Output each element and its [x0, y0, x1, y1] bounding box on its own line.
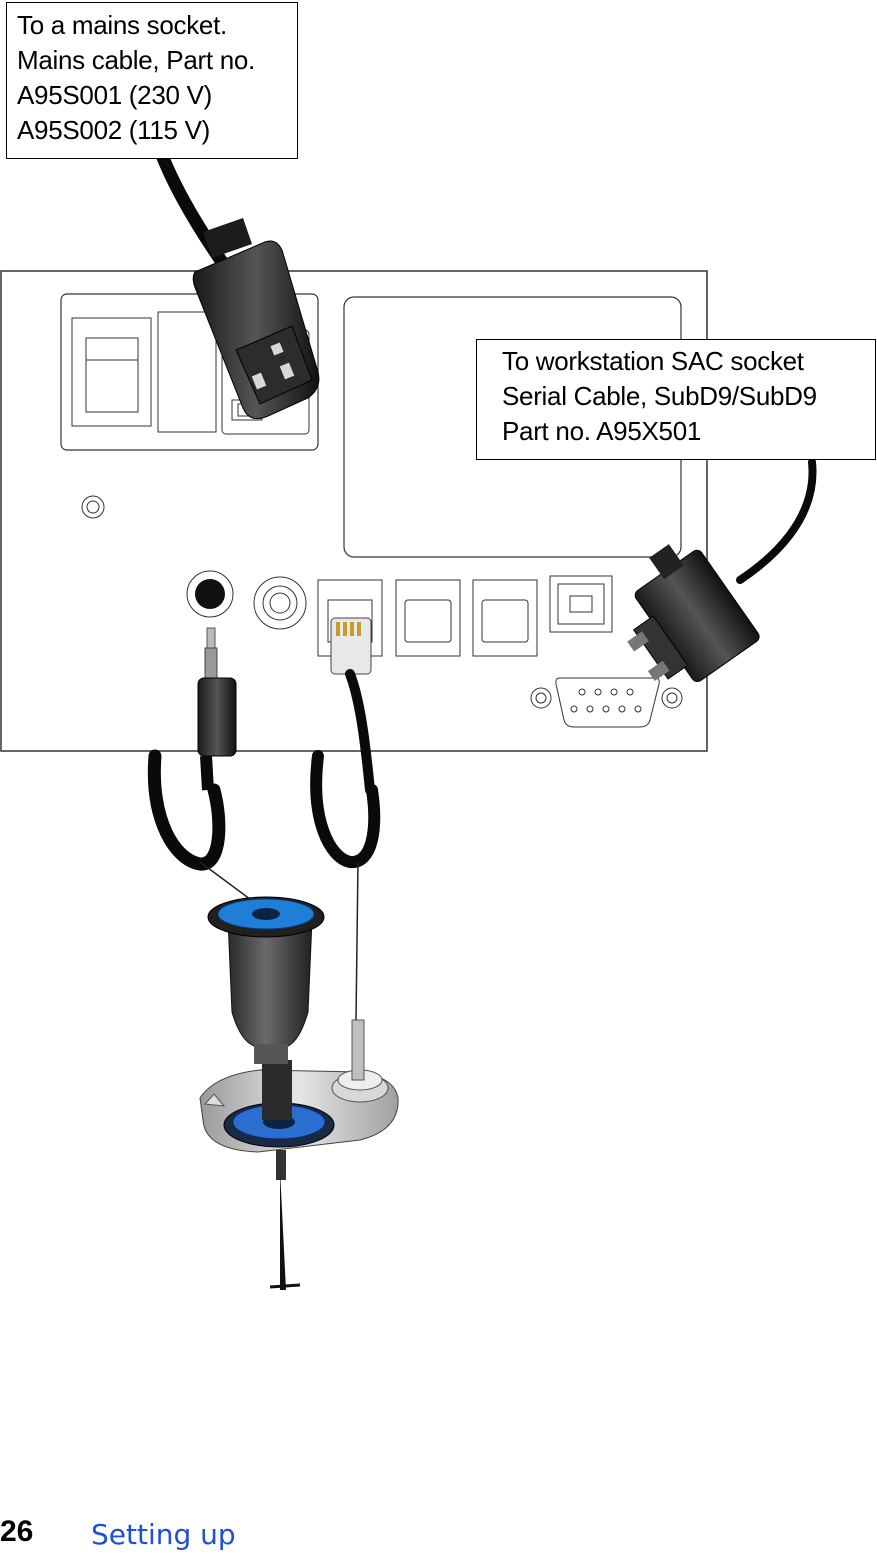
mains-cable-callout: To a mains socket. Mains cable, Part no.…: [6, 2, 298, 159]
section-title: Setting up: [91, 1518, 236, 1551]
fuse-holder: [157, 311, 217, 433]
page-number: 26: [0, 1515, 34, 1548]
callout-line: To a mains socket.: [17, 10, 227, 40]
callout-line: A95S001 (230 V): [17, 80, 212, 110]
callout-line: To workstation SAC socket: [502, 346, 804, 376]
serial-cable-callout: To workstation SAC socket Serial Cable, …: [476, 339, 876, 460]
callout-line: A95S002 (115 V): [17, 115, 211, 145]
rj-cable: [310, 617, 381, 1021]
callout-line: Part no. A95X501: [502, 416, 702, 446]
subd9-port: [530, 677, 683, 728]
serial-cable: [627, 458, 817, 683]
mains-cable: [153, 143, 320, 420]
callout-line: Mains cable, Part no.: [17, 45, 255, 75]
joystick-controller: [199, 896, 399, 1290]
callout-line: Serial Cable, SubD9/SubD9: [502, 381, 817, 411]
